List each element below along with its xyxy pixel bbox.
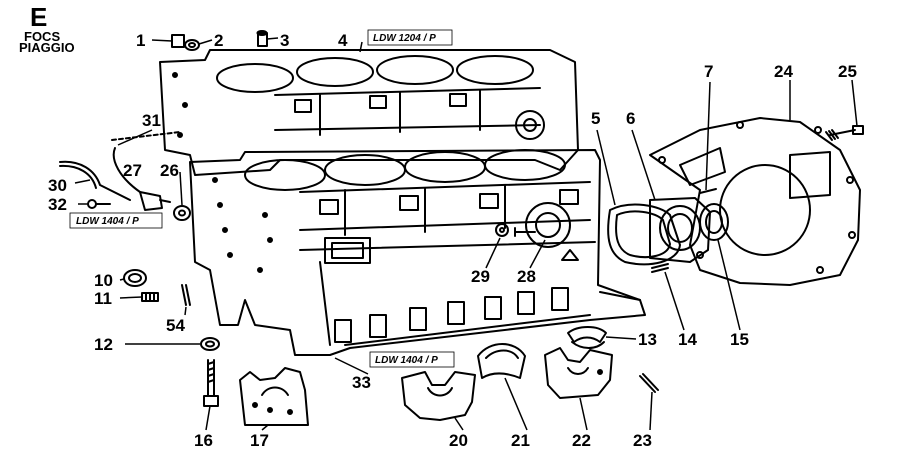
callout-2: 2	[214, 31, 223, 50]
callout-30: 30	[48, 176, 67, 195]
flywheel-housing-24	[649, 117, 861, 286]
pin-54	[181, 284, 191, 306]
washer-26	[173, 205, 191, 221]
callout-12: 12	[94, 335, 113, 354]
callout-5: 5	[591, 109, 600, 128]
callout-4: 4	[338, 31, 348, 50]
callout-32: 32	[48, 195, 67, 214]
section-letter: E	[30, 2, 48, 32]
plug-11	[141, 292, 159, 302]
lead-30	[59, 160, 131, 201]
plug-10	[123, 269, 147, 287]
callout-29: 29	[471, 267, 490, 286]
bolt-16	[203, 359, 219, 407]
callout-54: 54	[166, 316, 185, 335]
callout-22: 22	[572, 431, 591, 450]
bearing-shell-21	[477, 343, 526, 379]
brand-line-1: FOCS	[24, 29, 61, 44]
bushing-3	[256, 30, 268, 47]
bearing-cap-17	[239, 367, 309, 426]
callout-14: 14	[678, 330, 697, 349]
terminal-32	[87, 199, 111, 209]
bearing-cap-20	[401, 371, 476, 421]
bearing-cap-22	[544, 347, 613, 399]
callout-31: 31	[142, 111, 161, 130]
callout-33: 33	[352, 373, 371, 392]
callout-17: 17	[250, 431, 269, 450]
callout-21: 21	[511, 431, 530, 450]
model-tags: LDW 1204 / P LDW 1404 / P LDW 1404 / P	[69, 29, 455, 368]
stud-7	[699, 188, 717, 194]
washer-2	[184, 39, 200, 51]
pressure-switch-27	[139, 191, 171, 211]
callout-16: 16	[194, 431, 213, 450]
callout-15: 15	[730, 330, 749, 349]
callout-24: 24	[774, 62, 793, 81]
dowel-pin-14	[651, 263, 669, 273]
callout-27: 27	[123, 161, 142, 180]
brand-line-2: PIAGGIO	[19, 40, 75, 55]
callout-25: 25	[838, 62, 857, 81]
cable-31	[111, 131, 181, 193]
oil-seal-15	[699, 203, 729, 241]
callout-3: 3	[280, 31, 289, 50]
callout-23: 23	[633, 431, 652, 450]
callout-20: 20	[449, 431, 468, 450]
model-tag-2: LDW 1404 / P	[76, 216, 139, 227]
callout-11: 11	[94, 289, 112, 308]
leader-lines	[74, 37, 858, 431]
callout-13: 13	[638, 330, 657, 349]
engine-block-front	[189, 149, 646, 356]
half-bearings-13	[567, 326, 607, 349]
screw-25	[825, 125, 864, 141]
callout-6: 6	[626, 109, 635, 128]
pin-23	[639, 373, 659, 393]
callout-1: 1	[136, 31, 145, 50]
callout-numbers: 1 2 3 4 5 6 7 10 11 12 13 14 15 16 17 20…	[48, 31, 857, 450]
callout-7: 7	[704, 62, 713, 81]
callout-28: 28	[517, 267, 536, 286]
housing-cover-28	[495, 202, 571, 248]
model-tag-1: LDW 1204 / P	[373, 33, 436, 44]
washer-12	[200, 337, 220, 351]
engine-block-rear	[159, 49, 579, 176]
callout-26: 26	[160, 161, 179, 180]
callout-10: 10	[94, 271, 113, 290]
plug-1	[171, 34, 185, 48]
model-tag-3: LDW 1404 / P	[375, 355, 438, 366]
